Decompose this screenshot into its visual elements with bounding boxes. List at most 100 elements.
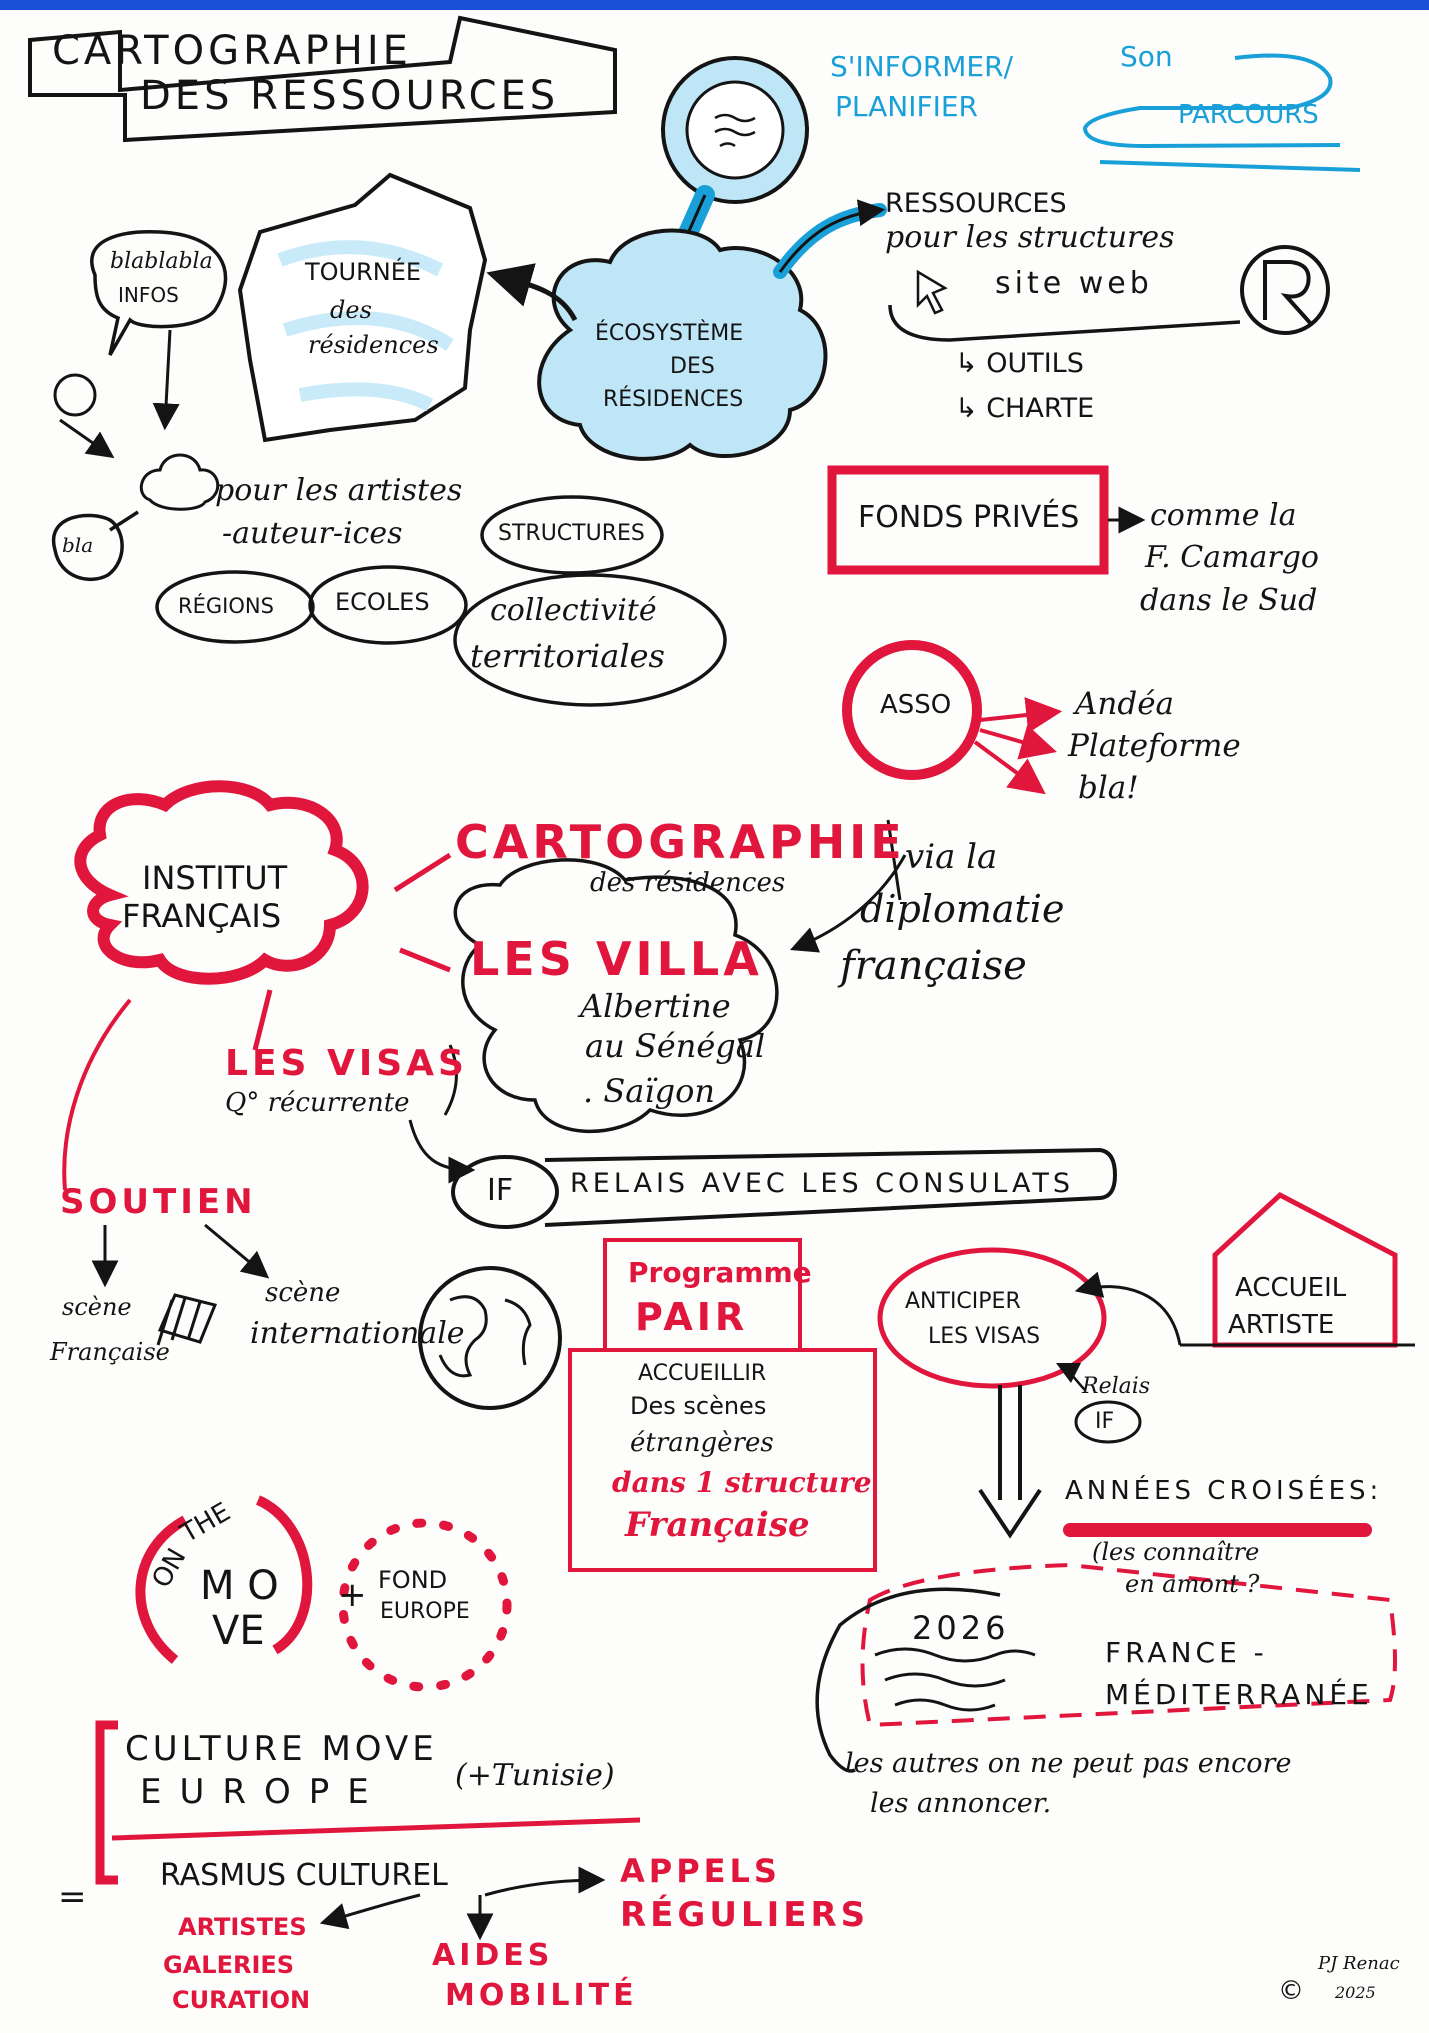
tournee-line3: résidences: [308, 331, 439, 359]
autres-line2: les annoncer.: [870, 1788, 1052, 1819]
scene-fr-line1: scène: [62, 1293, 132, 1321]
oval-structures: [480, 495, 664, 575]
artistes-list-line1: ARTISTES: [178, 1913, 307, 1941]
annees-q1: (les connaître: [1092, 1538, 1260, 1566]
onthemove-arc-left: [135, 1515, 188, 1664]
villa-item2: au Sénégal: [585, 1027, 766, 1065]
fond-line1: FOND: [378, 1566, 448, 1594]
france-line1: FRANCE -: [1105, 1636, 1268, 1669]
ecoles-label: ECOLES: [335, 588, 430, 616]
ecosystem-line1: ÉCOSYSTÈME: [595, 321, 744, 346]
relais-band: [544, 1147, 1118, 1227]
speech-bla: bla: [62, 533, 94, 557]
villa-cloud: [453, 858, 779, 1134]
onthemove-mo: M O: [200, 1563, 279, 1609]
structures-label: STRUCTURES: [498, 521, 645, 546]
parcours-line2: PARCOURS: [1178, 100, 1319, 130]
asso-label: ASSO: [880, 690, 952, 720]
pair-line1: Programme: [628, 1256, 812, 1289]
if-circle: [451, 1155, 559, 1229]
fonds-prives-label: FONDS PRIVÉS: [858, 500, 1080, 535]
villa-title: LES VILLA: [470, 932, 763, 986]
relais-if-circle: [1074, 1400, 1142, 1444]
cursor-icon: [916, 269, 948, 315]
culture-bracket: [95, 1720, 118, 1885]
accueillir-line2: Des scènes: [630, 1392, 767, 1420]
if-label: IF: [487, 1173, 514, 1208]
collectivite-line2: territoriales: [470, 637, 665, 675]
france-map-shape: [237, 172, 488, 443]
accueillir-line1: ACCUEILLIR: [638, 1361, 767, 1386]
asso-item2: Plateforme: [1068, 728, 1241, 764]
top-accent-bar: [0, 0, 1429, 10]
annees-title: ANNÉES CROISÉES:: [1065, 1476, 1383, 1506]
scene-int-line2: internationale: [250, 1316, 465, 1351]
villa-item1: Albertine: [580, 987, 731, 1025]
fonds-prives-box: [827, 465, 1109, 575]
outils-label: ↳ OUTILS: [955, 348, 1084, 379]
globe-icon: [418, 1266, 562, 1410]
inform-line1: S'INFORMER/: [830, 50, 1014, 83]
visas-sub: Q° récurrente: [225, 1088, 410, 1118]
fonds-line2: F. Camargo: [1145, 540, 1319, 575]
fond-europe-stars: [338, 1518, 512, 1692]
asso-item3: bla!: [1078, 770, 1139, 806]
fond-line2: EUROPE: [380, 1599, 470, 1624]
pair-line2: PAIR: [635, 1295, 749, 1339]
face-icon: [53, 373, 97, 417]
charte-label: ↳ CHARTE: [955, 393, 1095, 424]
flag-icon: [156, 1293, 218, 1346]
resources-logo-icon: [1240, 245, 1330, 335]
oval-collectivite: [453, 573, 727, 707]
institut-line1: INSTITUT: [142, 859, 288, 897]
ecosystem-line2: DES: [670, 354, 715, 379]
accueil-line2: ARTISTE: [1228, 1310, 1335, 1340]
accueillir-box: [568, 1348, 877, 1572]
accueillir-line3: étrangères: [630, 1428, 774, 1458]
france-year: 2026: [912, 1609, 1010, 1647]
speech-infos-line1: blablabla: [110, 249, 213, 274]
cartographie-title: CARTOGRAPHIE: [455, 815, 906, 869]
onthemove-ve: VE: [212, 1608, 265, 1654]
ressources-title: RESSOURCES: [885, 188, 1067, 219]
soutien-title: SOUTIEN: [60, 1182, 257, 1222]
fonds-line1: comme la: [1150, 498, 1297, 533]
scene-fr-line2: Française: [50, 1338, 170, 1366]
culture-equals: =: [58, 1877, 87, 1917]
speech-infos-line2: INFOS: [118, 283, 179, 307]
culture-line2: EUROPE: [140, 1772, 387, 1812]
artistes-line2: -auteur-ices: [222, 516, 403, 551]
diplomatie-line2: diplomatie: [860, 887, 1065, 931]
signature-name: PJ Renac: [1318, 1953, 1400, 1974]
speech-bubble-infos: [90, 230, 228, 356]
parcours-line1: Son: [1120, 40, 1173, 73]
visas-title: LES VISAS: [225, 1043, 468, 1084]
tournee-line2: des: [330, 296, 372, 324]
collectivite-line1: collectivité: [490, 593, 657, 628]
oval-ecoles: [308, 565, 468, 645]
diplomatie-line1: via la: [905, 837, 998, 877]
fonds-line3: dans le Sud: [1140, 583, 1318, 618]
anticiper-if: IF: [1095, 1409, 1115, 1434]
asso-item1: Andéa: [1075, 686, 1175, 722]
relais-consulats-label: RELAIS AVEC LES CONSULATS: [570, 1168, 1075, 1199]
people-cloud-icon: [139, 453, 220, 511]
anticiper-line2: LES VISAS: [928, 1324, 1041, 1349]
ecosystem-line3: RÉSIDENCES: [603, 387, 744, 412]
france-line2: MÉDITERRANÉE: [1105, 1678, 1373, 1711]
title-line2: DES RESSOURCES: [140, 73, 560, 119]
artistes-line1: pour les artistes: [215, 473, 463, 508]
onthemove-plus: +: [338, 1575, 367, 1615]
annees-q2: en amont ?: [1125, 1570, 1260, 1598]
appels-line1: APPELS: [620, 1852, 781, 1890]
site-web-label: site web: [995, 266, 1153, 301]
ressources-subtitle: pour les structures: [885, 220, 1175, 255]
anticiper-relais: Relais: [1082, 1374, 1151, 1399]
asso-circle: [842, 640, 982, 780]
parcours-swirl: [1082, 53, 1361, 172]
aides-line1: AIDES: [432, 1938, 554, 1973]
france-med-dashed-box: [860, 1562, 1397, 1728]
rasmus-label: RASMUS CULTUREL: [160, 1858, 448, 1893]
